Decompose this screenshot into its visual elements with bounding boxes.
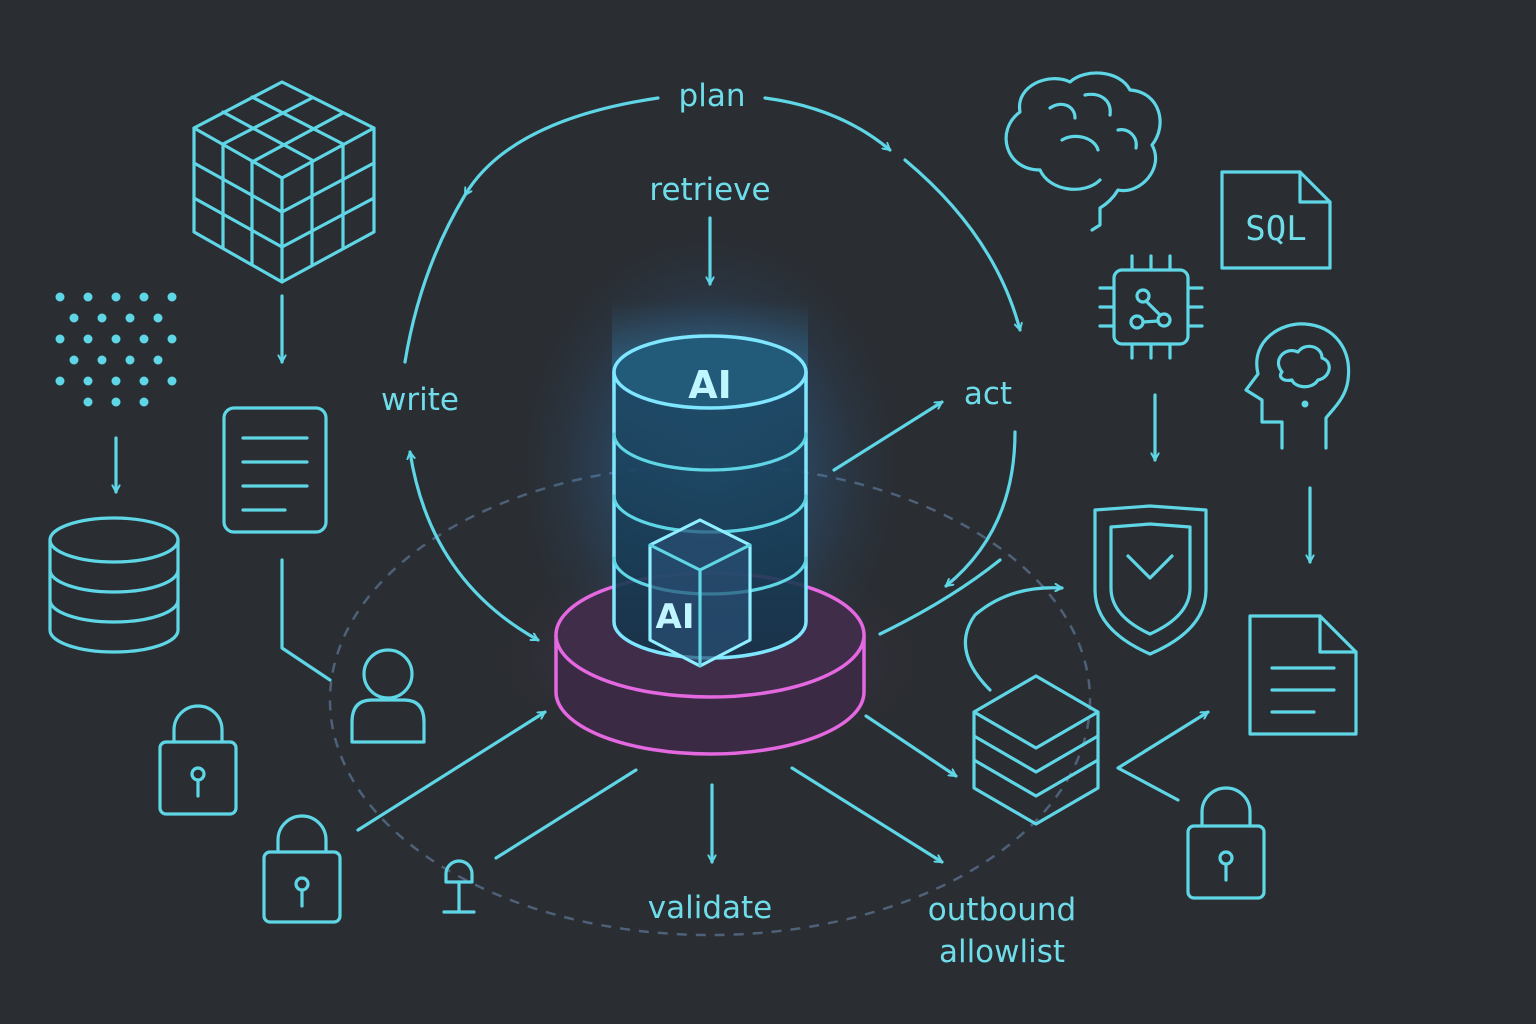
chip-icon [1098, 254, 1204, 360]
arrow-act-return [944, 430, 1017, 588]
data-cube-icon [192, 80, 376, 284]
head-brain-icon [1244, 322, 1351, 450]
arrow-core-to-act [832, 400, 944, 472]
dot-grid-icon [55, 292, 177, 407]
arrow-stack-to-file [1116, 710, 1210, 802]
core-platform: AI AI [328, 210, 1092, 937]
label-retrieve: retrieve [649, 172, 770, 208]
padlock-icon [262, 814, 342, 924]
microphone-icon [442, 859, 476, 914]
label-allowlist: allowlist [939, 934, 1065, 970]
padlock-icon [1186, 786, 1266, 900]
connector-doc-to-user [280, 558, 332, 682]
loop-labels: plan retrieve write act validate outboun… [381, 78, 1076, 970]
arrow-plan-to-act [763, 96, 892, 152]
cylinder-ai-label: AI [688, 363, 732, 407]
arrow-lock-to-core [356, 710, 547, 832]
shield-check-icon [1093, 504, 1208, 656]
loop-arrows [356, 96, 1064, 864]
stack-box-icon [972, 674, 1100, 826]
label-act: act [964, 376, 1012, 412]
arrow-stack-to-shield [963, 588, 1064, 692]
document-icon [222, 406, 328, 534]
arrow-plan-to-write [463, 96, 660, 197]
label-validate: validate [648, 890, 772, 926]
user-icon [350, 648, 426, 744]
label-outbound: outbound [928, 892, 1076, 928]
ai-cube: AI [648, 518, 752, 668]
arrow-core-to-stack [864, 714, 958, 778]
cube-ai-label: AI [656, 597, 695, 637]
sql-file-icon: SQL [1220, 170, 1332, 270]
sql-text: SQL [1245, 209, 1306, 249]
arrow-write-core [410, 450, 540, 642]
arrow-to-outbound [790, 766, 944, 864]
padlock-icon [158, 704, 238, 816]
label-plan: plan [679, 78, 746, 114]
file-icon [1248, 614, 1358, 736]
database-icon [48, 516, 180, 654]
label-write: write [381, 382, 459, 418]
brain-icon [1004, 71, 1162, 232]
